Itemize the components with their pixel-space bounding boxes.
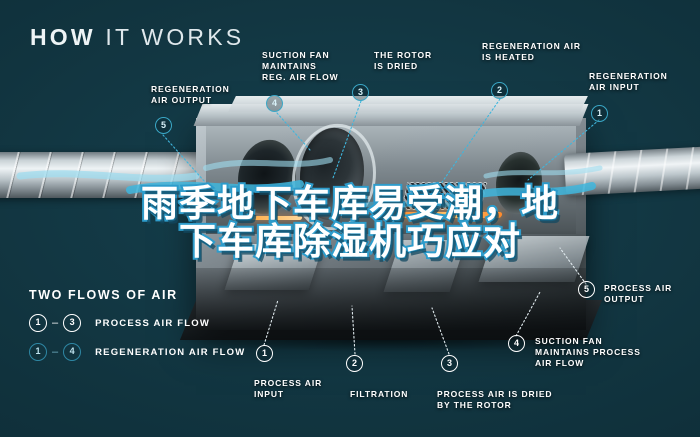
- callout-marker-3-process-dried[interactable]: 3: [441, 355, 458, 372]
- callout-marker-4-suction-fan-process[interactable]: 4: [508, 335, 525, 352]
- callout-marker-2-air-heated[interactable]: 2: [491, 82, 508, 99]
- callout-label-rotor-is-dried: THE ROTOR IS DRIED: [374, 50, 433, 71]
- callout-label-regeneration-air-heated: REGENERATION AIR IS HEATED: [482, 41, 581, 62]
- callout-label-process-air-dried: PROCESS AIR IS DRIED BY THE ROTOR: [437, 389, 553, 410]
- headline-chinese: 雨季地下车库易受潮，地 下车库除湿机巧应对: [0, 181, 700, 265]
- callout-label-suction-fan-process: SUCTION FAN MAINTAINS PROCESS AIR FLOW: [535, 336, 641, 368]
- callout-label-suction-fan-reg: SUCTION FAN MAINTAINS REG. AIR FLOW: [262, 50, 339, 82]
- headline-line-2: 下车库除湿机巧应对: [177, 219, 522, 265]
- callout-label-process-air-output: PROCESS AIR OUTPUT: [604, 283, 673, 304]
- callout-label-filtration: FILTRATION: [350, 389, 409, 399]
- page-title-bold: HOW: [30, 24, 96, 50]
- legend-circle-to: 3: [63, 314, 82, 332]
- callout-marker-3-rotor-dried[interactable]: 3: [352, 84, 369, 101]
- callout-label-regeneration-air-output: REGENERATION AIR OUTPUT: [151, 84, 230, 105]
- callout-marker-1-process-input[interactable]: 1: [256, 345, 273, 362]
- legend-row-regeneration-air-flow[interactable]: 1 – 4 REGENERATION AIR FLOW: [29, 343, 245, 361]
- legend-circle-from: 1: [29, 314, 47, 332]
- callout-marker-4-suction-fan-reg[interactable]: 4: [266, 95, 283, 112]
- legend: TWO FLOWS OF AIR 1 – 3 PROCESS AIR FLOW …: [29, 288, 245, 372]
- callout-label-regeneration-air-input: REGENERATION AIR INPUT: [589, 71, 668, 92]
- callout-marker-1-regeneration-input[interactable]: 1: [591, 105, 608, 122]
- unit-lower-shadow: [196, 268, 586, 330]
- callout-marker-5-regeneration-output[interactable]: 5: [155, 117, 172, 134]
- legend-dash: –: [52, 346, 59, 358]
- legend-title: TWO FLOWS OF AIR: [29, 288, 178, 302]
- callout-marker-5-process-output[interactable]: 5: [578, 281, 595, 298]
- callout-label-process-air-input: PROCESS AIR INPUT: [254, 378, 323, 399]
- page-title-light: IT WORKS: [105, 24, 245, 50]
- legend-circle-to: 4: [63, 343, 82, 361]
- legend-label: PROCESS AIR FLOW: [95, 317, 211, 329]
- page-title: HOW IT WORKS: [30, 24, 244, 51]
- legend-row-process-air-flow[interactable]: 1 – 3 PROCESS AIR FLOW: [29, 314, 245, 332]
- legend-circle-from: 1: [29, 343, 47, 361]
- callout-marker-2-filtration[interactable]: 2: [346, 355, 363, 372]
- legend-label: REGENERATION AIR FLOW: [95, 346, 246, 358]
- legend-dash: –: [52, 317, 59, 329]
- headline-line-1: 雨季地下车库易受潮，地: [139, 181, 560, 227]
